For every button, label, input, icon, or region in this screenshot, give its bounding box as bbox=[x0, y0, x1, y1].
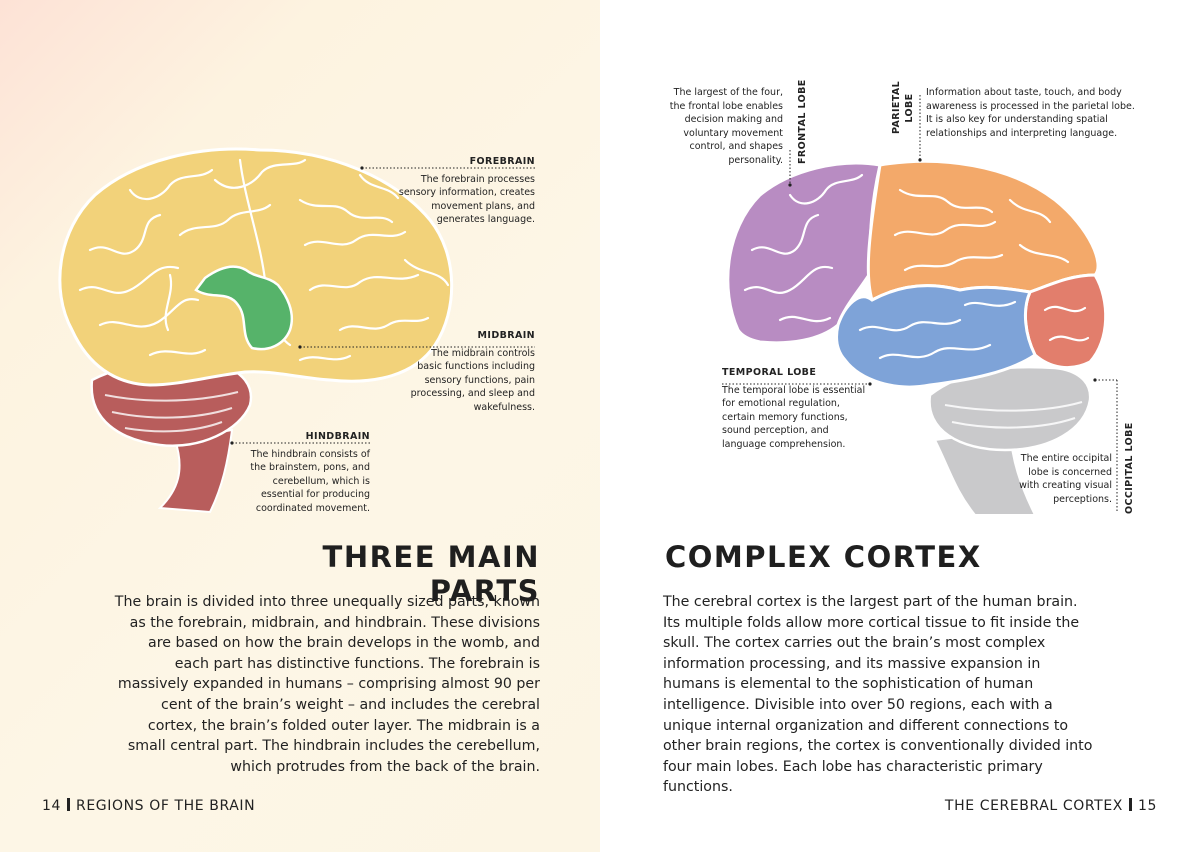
forebrain-description: The forebrain processes sensory informat… bbox=[398, 173, 535, 226]
right-temporal-lobe bbox=[835, 284, 1037, 389]
right-page bbox=[600, 0, 1200, 852]
left-page bbox=[0, 0, 600, 852]
occipital-lobe-description: The entire occipital lobe is concerned w… bbox=[1019, 453, 1112, 505]
left-page-number: 14 bbox=[42, 798, 62, 814]
right-body-text: The cerebral cortex is the largest part … bbox=[663, 594, 1093, 796]
right-brain-illustration bbox=[722, 95, 1118, 516]
forebrain-title: FOREBRAIN bbox=[469, 156, 535, 167]
left-heading: THREE MAIN PARTS bbox=[322, 540, 540, 608]
parietal-title-line2: LOBE bbox=[904, 93, 915, 123]
hindbrain-title: HINDBRAIN bbox=[305, 431, 370, 442]
frontal-lobe-callout: The largest of the four, the frontal lob… bbox=[665, 86, 783, 167]
hindbrain-callout: HINDBRAIN The hindbrain consists of the … bbox=[235, 430, 370, 515]
midbrain-description: The midbrain controls basic functions in… bbox=[410, 347, 535, 413]
temporal-lobe-callout: TEMPORAL LOBE The temporal lobe is essen… bbox=[722, 366, 872, 451]
frontal-lobe-title: FRONTAL LOBE bbox=[797, 79, 808, 164]
temporal-lobe-title: TEMPORAL LOBE bbox=[722, 367, 817, 378]
left-folio: 14 REGIONS OF THE BRAIN bbox=[42, 798, 255, 814]
right-folio: THE CEREBRAL CORTEX 15 bbox=[945, 798, 1157, 814]
midbrain-title: MIDBRAIN bbox=[477, 330, 535, 341]
hindbrain-description: The hindbrain consists of the brainstem,… bbox=[250, 448, 370, 514]
forebrain-callout: FOREBRAIN The forebrain processes sensor… bbox=[395, 155, 535, 227]
parietal-lobe-description: Information about taste, touch, and body… bbox=[926, 87, 1135, 139]
left-brain-illustration bbox=[58, 147, 535, 514]
frontal-lobe-description: The largest of the four, the frontal lob… bbox=[669, 87, 783, 166]
midbrain-callout: MIDBRAIN The midbrain controls basic fun… bbox=[405, 329, 535, 414]
occipital-lobe-callout: The entire occipital lobe is concerned w… bbox=[1010, 452, 1112, 506]
right-section-title: THE CEREBRAL CORTEX bbox=[944, 798, 1123, 814]
left-midbrain bbox=[194, 265, 294, 351]
occipital-lobe-title: OCCIPITAL LOBE bbox=[1124, 422, 1135, 514]
right-page-number: 15 bbox=[1137, 798, 1157, 814]
parietal-lobe-callout: Information about taste, touch, and body… bbox=[926, 86, 1136, 140]
parietal-title-line1: PARIETAL bbox=[891, 80, 902, 134]
left-section-title: REGIONS OF THE BRAIN bbox=[76, 798, 256, 814]
right-heading: COMPLEX CORTEX bbox=[665, 540, 982, 574]
right-occipital-lobe bbox=[1024, 273, 1108, 370]
left-brainstem bbox=[157, 428, 234, 514]
temporal-lobe-description: The temporal lobe is essential for emoti… bbox=[722, 384, 866, 450]
left-body-text: The brain is divided into three unequall… bbox=[114, 594, 540, 775]
